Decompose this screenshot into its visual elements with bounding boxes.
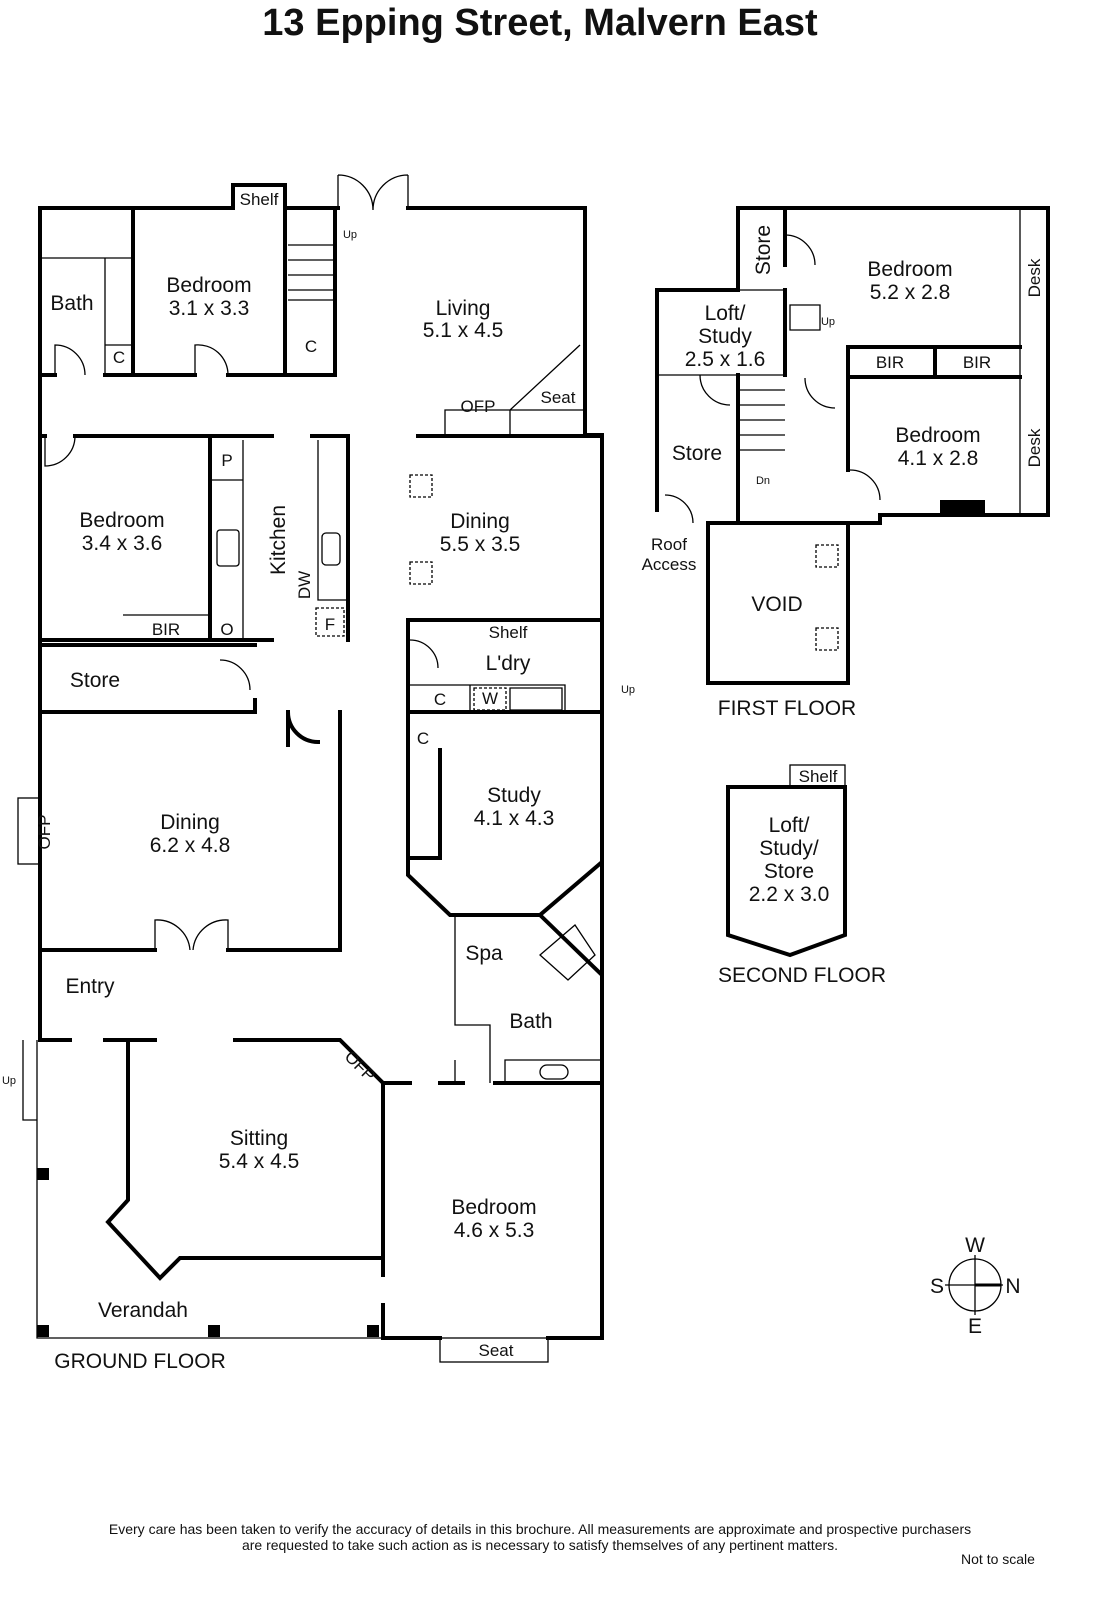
first-floor-labels: Store Bedroom 5.2 x 2.8 Desk Loft/ Study… [642,225,1044,720]
compass-icon: W N E S [930,1234,1021,1338]
floor-label-ground: GROUND FLOOR [54,1350,226,1373]
not-to-scale-note: Not to scale [961,1551,1035,1567]
room-name: Sitting [230,1127,288,1150]
compass-east: E [968,1315,982,1338]
room-label: C [113,348,125,367]
room-label: W [482,689,498,708]
room-label: Store [752,225,775,275]
floor-label-first: FIRST FLOOR [718,697,856,720]
room-label: Desk [1025,258,1044,297]
room-label: C [305,337,317,356]
room-dims: 5.5 x 3.5 [440,533,521,556]
room-dims: 6.2 x 4.8 [150,834,231,857]
room-name: Bedroom [451,1196,536,1219]
room-label: Store [672,442,722,465]
ground-floor-labels: Bath Shelf Bedroom 3.1 x 3.3 C C Up Livi… [2,190,635,1373]
room-label: BIR [152,620,180,639]
room-label: OFP [461,397,496,416]
room-label: Seat [541,388,576,407]
room-label: DW [295,571,314,599]
room-label: Desk [1025,428,1044,467]
room-label: OFP [35,815,54,850]
stairs-label: Dn [756,475,770,487]
room-dims: 5.4 x 4.5 [219,1150,300,1173]
room-label: L'dry [486,652,531,675]
first-floor-walls [655,206,1050,685]
compass-west: W [965,1234,985,1257]
stairs-label: Up [343,229,357,241]
room-dims: 4.1 x 2.8 [898,447,979,470]
room-label: F [325,615,335,634]
room-label: Shelf [799,767,838,786]
room-label: Verandah [98,1299,188,1322]
room-name: Study [487,784,541,807]
disclaimer-line-2: are requested to take such action as is … [242,1537,838,1553]
room-name: Bedroom [867,258,952,281]
room-name: Bedroom [166,274,251,297]
room-label: P [221,451,232,470]
room-name: Dining [160,811,220,834]
stairs-label: Up [621,684,635,696]
room-label: Roof [651,535,687,554]
room-name: Study/ [759,837,819,860]
room-name: Store [764,860,814,883]
stairs-label: Up [821,316,835,328]
room-name: Bedroom [895,424,980,447]
room-label: Bath [50,292,93,315]
room-dims: 5.1 x 4.5 [423,319,504,342]
compass-north: N [1005,1275,1020,1298]
room-dims: 5.2 x 2.8 [870,281,951,304]
room-label: BIR [963,353,991,372]
room-label: OFP [341,1047,379,1085]
page-title: 13 Epping Street, Malvern East [262,2,818,44]
disclaimer-line-1: Every care has been taken to verify the … [109,1521,971,1537]
room-label: Shelf [240,190,279,209]
room-name: Dining [450,510,510,533]
room-dims: 2.2 x 3.0 [749,883,830,906]
room-label: VOID [751,593,802,616]
room-label: Store [70,669,120,692]
room-dims: 3.4 x 3.6 [82,532,163,555]
room-label: Shelf [489,623,528,642]
ground-floor-walls [17,174,604,1363]
room-dims: 3.1 x 3.3 [169,297,250,320]
room-label: Access [642,555,697,574]
floor-label-second: SECOND FLOOR [718,964,886,987]
room-label: Entry [65,975,115,998]
room-dims: 4.1 x 4.3 [474,807,555,830]
room-label: BIR [876,353,904,372]
room-name: Study [698,325,752,348]
room-name: Living [436,297,491,320]
room-label: C [417,729,429,748]
room-label: Bath [509,1010,552,1033]
room-label: Seat [479,1341,514,1360]
stairs-label: Up [2,1075,16,1087]
second-floor: Shelf Loft/ Study/ Store 2.2 x 3.0 SECON… [718,764,886,987]
room-dims: 2.5 x 1.6 [685,348,766,371]
compass-south: S [930,1275,944,1298]
room-name: Loft/ [705,302,746,325]
room-label: Kitchen [267,505,290,575]
room-label: Spa [465,942,503,965]
room-label: C [434,690,446,709]
room-name: Bedroom [79,509,164,532]
room-label: O [220,620,233,639]
room-dims: 4.6 x 5.3 [454,1219,535,1242]
room-name: Loft/ [769,814,810,837]
